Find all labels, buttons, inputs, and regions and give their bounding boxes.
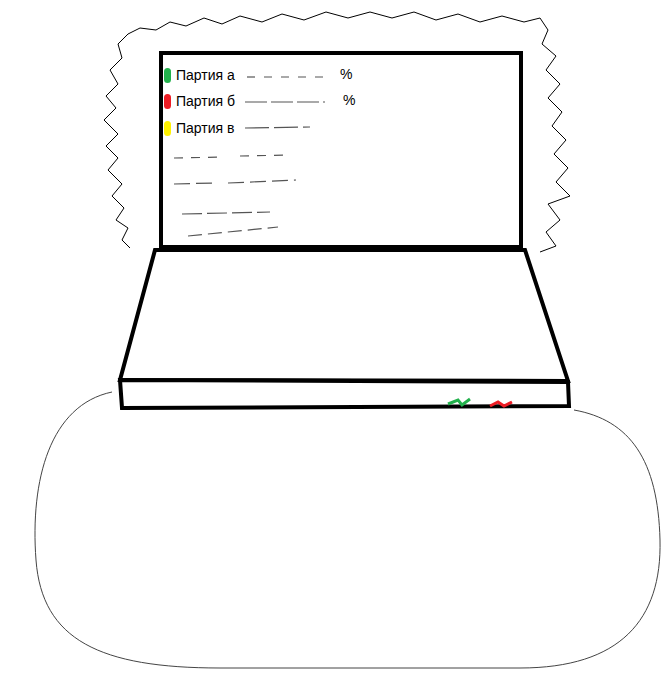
value-dashes <box>247 76 330 77</box>
percent-sign: % <box>340 66 352 82</box>
value-dashes <box>245 101 325 102</box>
wavy-outline <box>104 12 570 252</box>
laptop-screen <box>161 53 521 247</box>
legend-entry: Партия а <box>164 67 235 83</box>
laptop-front <box>120 380 569 408</box>
text-dashes <box>182 212 270 214</box>
party-name: Партия б <box>176 93 235 109</box>
percent-sign: % <box>343 92 355 108</box>
table-oval <box>35 392 660 668</box>
legend-entry: Партия б <box>164 93 235 109</box>
party-name: Партия в <box>176 120 234 136</box>
legend-entry: Партия в <box>164 120 234 136</box>
laptop-base <box>120 250 568 381</box>
legend-swatch <box>164 94 171 109</box>
text-dashes <box>174 180 296 184</box>
value-dashes <box>245 127 310 128</box>
text-dashes <box>174 155 290 158</box>
green-indicator <box>448 399 470 405</box>
legend-swatch <box>164 68 171 83</box>
party-name: Партия а <box>176 67 235 83</box>
screen-scribbles <box>174 77 330 236</box>
text-dashes <box>188 227 278 236</box>
legend-swatch <box>164 121 171 136</box>
red-indicator <box>490 402 512 406</box>
